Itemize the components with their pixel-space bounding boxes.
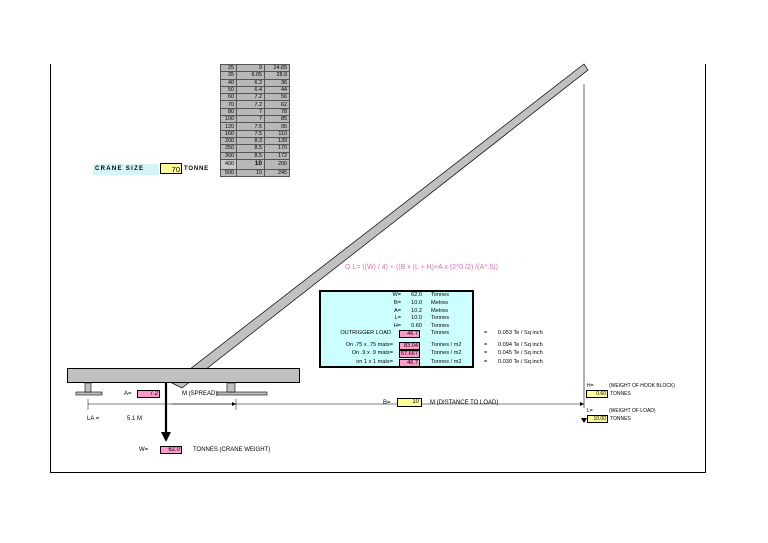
outrigger-eq: = — [484, 330, 488, 336]
crane-weight-unit: TONNES (CRANE WEIGHT) — [193, 447, 271, 453]
calc-value: 10.0 — [411, 299, 422, 306]
distance-label: B= — [383, 400, 391, 406]
spread-unit: M (SPREAD) — [182, 391, 218, 397]
load-input[interactable]: 10.00 — [587, 415, 608, 423]
mat-result: 0.030 Te / Sq inch — [498, 358, 543, 365]
outrigger-result: 0.053 Te / Sq inch — [498, 330, 543, 336]
calc-label: A= — [394, 307, 401, 314]
calc-label: B= — [394, 299, 401, 306]
mat-unit: Tonnes / m2 — [431, 342, 462, 348]
calc-value: 0.60 — [411, 323, 422, 330]
mat-eq: = — [484, 350, 488, 357]
calc-unit: Metres — [431, 307, 449, 314]
table-cell: 245 — [264, 168, 290, 178]
mat-value: 57.667 — [399, 350, 420, 359]
calc-value: 10.2 — [411, 307, 422, 314]
load-arrow — [581, 418, 587, 423]
outrigger-right-leg — [226, 382, 236, 393]
calc-value: 62.0 — [411, 292, 422, 298]
crane-boom — [171, 63, 589, 389]
outrigger-left-pad — [75, 391, 103, 396]
hook-desc: (WEIGHT OF HOOK BLOCK) — [609, 383, 676, 389]
distance-unit: M (DISTANCE TO LOAD) — [430, 400, 499, 406]
crane-carrier — [67, 368, 300, 383]
calc-unit: Tonnes — [431, 292, 450, 298]
mat-label: on 1 x 1 mats= — [356, 358, 393, 365]
calc-label: L= — [394, 315, 401, 322]
hook-unit: TONNES — [610, 391, 631, 397]
distance-input[interactable]: 10 — [397, 398, 422, 407]
hook-input[interactable]: 0.60 — [586, 390, 608, 398]
spread-input[interactable]: 7.2 — [137, 390, 160, 398]
calc-unit: Tonnes — [431, 323, 450, 330]
outrigger-left-leg — [84, 382, 92, 393]
mat-result: 0.045 Te / Sq inch — [498, 350, 543, 357]
mat-value: 83.04 — [399, 342, 420, 350]
calc-label: H= — [393, 323, 401, 330]
calc-unit: Tonnes — [431, 315, 450, 322]
crane-size-label: CRANE SIZE — [93, 164, 159, 175]
mat-label: On .75 x .75 mats= — [345, 342, 393, 348]
crane-size-unit: TONNE — [184, 166, 209, 172]
mat-result: 0.094 Te / Sq inch — [498, 342, 543, 348]
la-value: 5.1 M — [127, 416, 143, 422]
la-label: LA = — [87, 416, 100, 422]
spread-label: A= — [124, 391, 132, 397]
calc-value: 10.0 — [411, 315, 422, 322]
calc-label: W= — [392, 292, 401, 298]
crane-weight-value: 62.0 — [160, 446, 182, 454]
mat-label: On .9 x .9 mats= — [351, 350, 393, 357]
mat-eq: = — [484, 358, 488, 365]
load-unit: TONNES — [610, 416, 631, 422]
crane-size-input[interactable]: 70 — [160, 163, 182, 174]
mat-value: 46.7 — [399, 358, 420, 367]
mat-unit: Tonnes / m2 — [431, 350, 462, 357]
load-desc: (WEIGHT OF LOAD) — [609, 408, 656, 414]
formula-text: O L= ((W) / 4) + ((B x (L + H)+A x (2^0 … — [345, 264, 498, 271]
crane-weight-label: W= — [139, 447, 149, 453]
mat-eq: = — [484, 342, 488, 348]
load-label: L= — [587, 408, 593, 414]
outrigger-label: OUTRIGGER LOAD — [340, 330, 391, 336]
calc-unit: Metres — [431, 299, 449, 306]
mat-unit: Tonnes / m2 — [431, 358, 462, 365]
hook-label: H= — [587, 383, 594, 389]
drawing-frame — [50, 64, 706, 473]
table-cell: 172 — [264, 151, 290, 160]
outrigger-unit: Tonnes — [431, 330, 450, 336]
outrigger-value: 46.7 — [399, 330, 420, 338]
outrigger-right-pad — [216, 391, 268, 396]
